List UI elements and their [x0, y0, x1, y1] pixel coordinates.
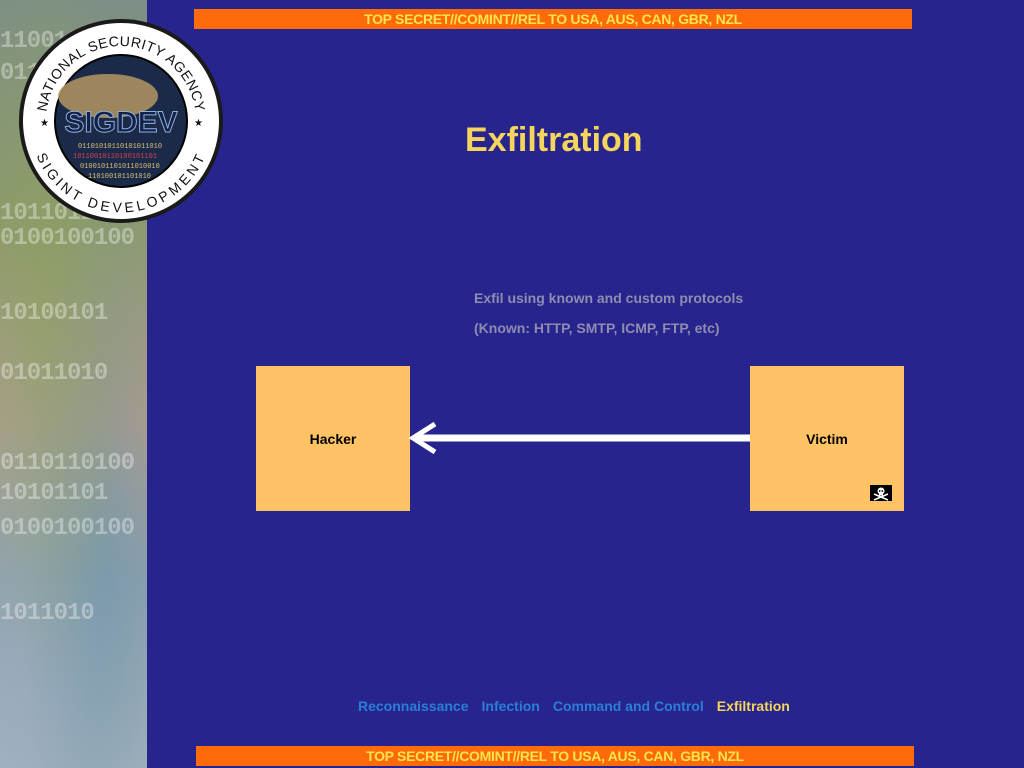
hacker-label: Hacker — [309, 430, 357, 447]
nav-reconnaissance[interactable]: Reconnaissance — [358, 698, 469, 714]
hacker-box: Hacker — [256, 366, 410, 511]
exfil-protocols: (Known: HTTP, SMTP, ICMP, FTP, etc) — [474, 320, 720, 336]
slide-title: Exfiltration — [465, 121, 643, 159]
sigdev-seal-logo: 01101010110101011010 1011001011010010110… — [19, 19, 223, 223]
svg-text:★: ★ — [40, 118, 49, 129]
classification-banner-top: TOP SECRET//COMINT//REL TO USA, AUS, CAN… — [194, 9, 912, 29]
pirate-flag-icon — [870, 485, 892, 501]
svg-text:10110010110100101101: 10110010110100101101 — [73, 153, 157, 161]
nav-exfiltration[interactable]: Exfiltration — [716, 698, 790, 714]
victim-label: Victim — [806, 430, 848, 447]
svg-text:01101010110101011010: 01101010110101011010 — [78, 143, 162, 151]
exfil-arrow — [408, 421, 750, 455]
svg-text:0100101101011010010: 0100101101011010010 — [80, 163, 160, 171]
seal-center-text: SIGDEV — [64, 106, 177, 139]
nav-infection[interactable]: Infection — [481, 698, 540, 714]
phase-navigation: Reconnaissance Infection Command and Con… — [358, 698, 790, 714]
classification-banner-bottom: TOP SECRET//COMINT//REL TO USA, AUS, CAN… — [196, 746, 914, 766]
nav-command-and-control[interactable]: Command and Control — [552, 698, 704, 714]
svg-text:★: ★ — [194, 118, 203, 129]
exfil-description: Exfil using known and custom protocols — [474, 290, 744, 306]
svg-text:110100101101010: 110100101101010 — [88, 173, 151, 181]
